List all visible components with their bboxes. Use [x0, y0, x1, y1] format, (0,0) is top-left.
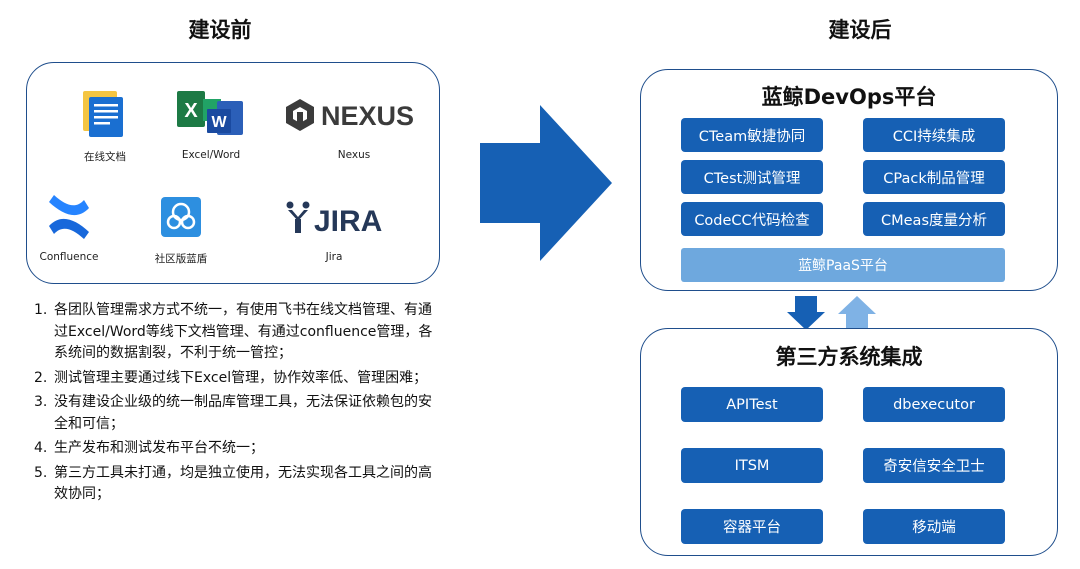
- third-party-title: 第三方系统集成: [775, 345, 923, 369]
- down-arrow-icon: [787, 296, 825, 330]
- module-cci: CCI持续集成: [863, 118, 1005, 152]
- paas-platform-bar: 蓝鲸PaaS平台: [681, 248, 1005, 282]
- nexus-logo: NEXUS: [286, 99, 414, 131]
- module-codecc: CodeCC代码检查: [681, 202, 823, 236]
- module-itsm: ITSM: [681, 448, 823, 483]
- module-cteam: CTeam敏捷协同: [681, 118, 823, 152]
- devops-platform-title: 蓝鲸DevOps平台: [761, 85, 937, 109]
- issue-text: 第三方工具未打通，均是独立使用，无法实现各工具之间的高效协同；: [54, 464, 432, 503]
- issue-list: 1. 各团队管理需求方式不统一，有使用飞书在线文档管理、有通过Excel/Wor…: [30, 300, 440, 509]
- svg-text:X: X: [184, 100, 198, 122]
- up-arrow-icon: [838, 296, 876, 330]
- module-ctest: CTest测试管理: [681, 160, 823, 194]
- tool-label: Excel/Word: [181, 149, 241, 161]
- issue-text: 各团队管理需求方式不统一，有使用飞书在线文档管理、有通过Excel/Word等线…: [54, 302, 433, 361]
- nexus-wordmark: NEXUS: [321, 101, 414, 131]
- issue-number: 5.: [34, 464, 48, 481]
- issue-item: 3. 没有建设企业级的统一制品库管理工具，无法保证依赖包的安全和可信；: [30, 392, 440, 435]
- third-party-integration-panel: 第三方系统集成 APITest dbexecutor ITSM 奇安信安全卫士 …: [640, 328, 1058, 556]
- tool-bluekin-shield: 社区版蓝盾: [121, 185, 241, 266]
- tool-nexus: NEXUS Nexus: [283, 83, 425, 161]
- module-dbexecutor: dbexecutor: [863, 387, 1005, 422]
- tool-label: 社区版蓝盾: [154, 253, 208, 265]
- bluekin-shield-icon: [161, 197, 201, 237]
- tool-jira: JIRA Jira: [263, 185, 405, 263]
- confluence-icon: [49, 195, 89, 239]
- module-cmeas: CMeas度量分析: [863, 202, 1005, 236]
- issue-number: 3.: [34, 394, 48, 410]
- issue-item: 4. 生产发布和测试发布平台不统一；: [30, 438, 440, 460]
- tool-label: 在线文档: [84, 151, 126, 163]
- issue-text: 测试管理主要通过线下Excel管理，协作效率低、管理困难；: [54, 369, 428, 386]
- module-cpack: CPack制品管理: [863, 160, 1005, 194]
- online-doc-icon: [83, 91, 123, 137]
- module-apitest: APITest: [681, 387, 823, 422]
- tool-label: Nexus: [337, 149, 371, 161]
- svg-text:W: W: [211, 114, 227, 131]
- excel-word-icon: X W: [177, 91, 243, 135]
- jira-wordmark: JIRA: [314, 205, 382, 237]
- issue-number: 2.: [34, 369, 48, 386]
- legacy-tools-panel: 在线文档 X W Excel/Word NEXUS Nexus: [26, 62, 440, 284]
- issue-number: 1.: [34, 302, 48, 318]
- issue-text: 没有建设企业级的统一制品库管理工具，无法保证依赖包的安全和可信；: [54, 394, 432, 432]
- module-mobile: 移动端: [863, 509, 1005, 544]
- tool-confluence: Confluence: [9, 185, 129, 263]
- issue-text: 生产发布和测试发布平台不统一；: [54, 440, 264, 456]
- tool-label: Jira: [325, 251, 343, 263]
- issue-item: 5. 第三方工具未打通，均是独立使用，无法实现各工具之间的高效协同；: [30, 463, 440, 506]
- transition-arrow-icon: [480, 105, 612, 261]
- tool-excel-word: X W Excel/Word: [151, 83, 271, 161]
- before-heading: 建设前: [188, 18, 252, 42]
- module-container-platform: 容器平台: [681, 509, 823, 544]
- issue-item: 2. 测试管理主要通过线下Excel管理，协作效率低、管理困难；: [30, 368, 440, 390]
- after-heading: 建设后: [828, 18, 892, 42]
- issue-item: 1. 各团队管理需求方式不统一，有使用飞书在线文档管理、有通过Excel/Wor…: [30, 300, 440, 365]
- tool-label: Confluence: [39, 251, 99, 263]
- tool-online-doc: 在线文档: [45, 83, 165, 164]
- devops-platform-panel: 蓝鲸DevOps平台 CTeam敏捷协同 CCI持续集成 CTest测试管理 C…: [640, 69, 1058, 291]
- module-qianxin: 奇安信安全卫士: [863, 448, 1005, 483]
- issue-number: 4.: [34, 440, 48, 456]
- jira-logo: JIRA: [286, 201, 382, 237]
